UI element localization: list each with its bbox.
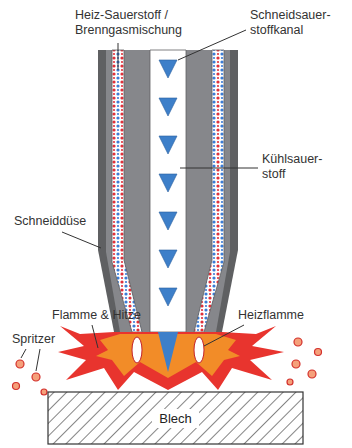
oxygen-arrow [159, 136, 177, 154]
heating-flame [194, 337, 204, 363]
leader-lines [21, 30, 258, 371]
heating-flame-label: Heizflamme [238, 308, 304, 323]
cutting-oxygen-channel [150, 50, 186, 332]
flame-label: Flamme & Hitze [52, 308, 141, 323]
oxygen-arrow [159, 98, 177, 116]
cutting-oxygen-label: Schneidsauer- stoffkanal [250, 8, 346, 38]
oxygen-arrow [159, 250, 177, 268]
cooling-oxygen-label: Kühlsauer- stoff [262, 152, 340, 182]
nozzle-label: Schneiddüse [14, 214, 86, 229]
flame [58, 326, 284, 390]
nozzle-body [98, 50, 238, 332]
part-label: Blech [152, 409, 199, 428]
gas-mixture-label: Heiz-Sauerstoff / Brenngasmischung [75, 8, 200, 38]
oxygen-jet [158, 332, 178, 372]
oxygen-arrow [159, 174, 177, 192]
spatter [13, 338, 322, 395]
nozzle-inner [106, 50, 230, 332]
spatter-label: Spritzer [12, 332, 55, 347]
heating-gas-channel [194, 50, 224, 332]
oxygen-arrow [159, 212, 177, 230]
sheet-metal-plate: Blech [48, 392, 303, 444]
heating-gas-channel [112, 50, 142, 332]
oxygen-arrow [159, 60, 177, 78]
oxygen-arrow [159, 288, 177, 306]
sheet-metal [48, 392, 303, 444]
heating-flame [132, 337, 142, 363]
